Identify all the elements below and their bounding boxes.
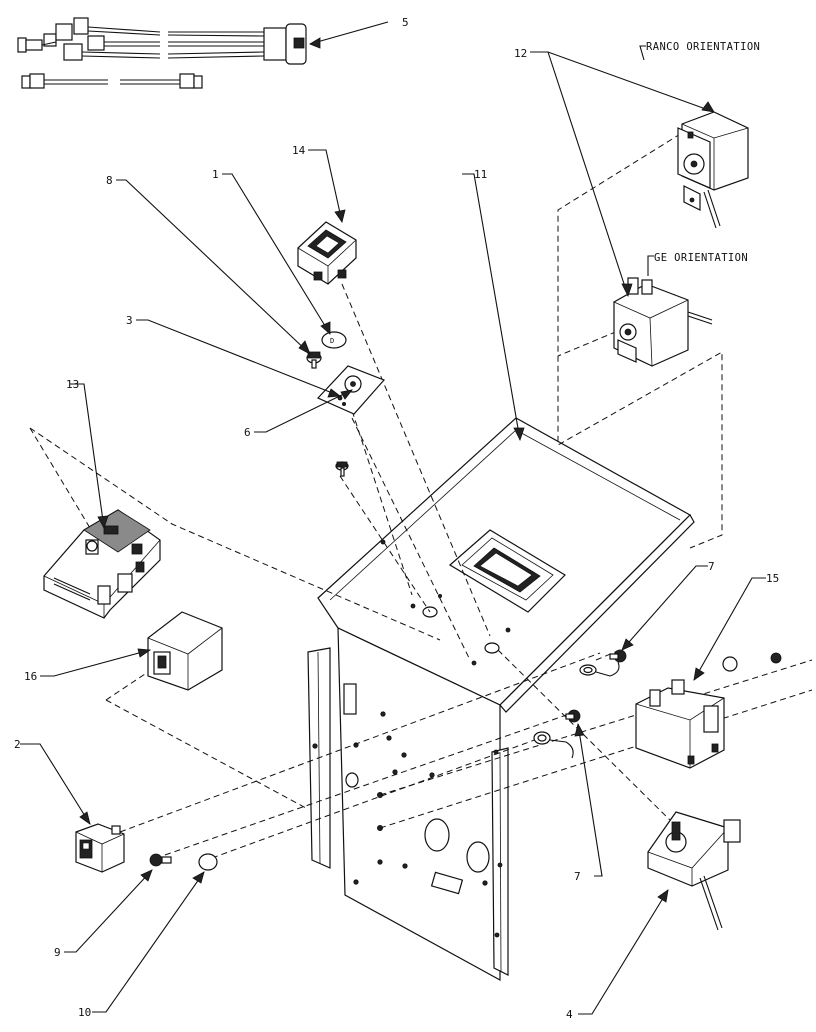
callout-labels: RANCO ORIENTATION GE ORIENTATION 5 12 14…	[14, 16, 779, 1021]
callout-11: 11	[474, 168, 487, 181]
callout-8: 8	[106, 174, 113, 187]
callout-16: 16	[24, 670, 37, 683]
callout-9: 9	[54, 946, 61, 959]
callout-7-lower: 7	[574, 870, 581, 883]
knob-group: D	[306, 331, 386, 477]
leader-lines	[20, 21, 766, 1015]
callout-13: 13	[66, 378, 79, 391]
control-panel-body	[307, 417, 695, 982]
relay-15	[635, 652, 782, 769]
caption-ranco-orientation: RANCO ORIENTATION	[646, 41, 760, 53]
callout-3: 3	[126, 314, 133, 327]
caption-ge-orientation: GE ORIENTATION	[654, 252, 748, 264]
thermostat-ge	[613, 277, 713, 367]
callout-5: 5	[402, 16, 409, 29]
callout-1: 1	[212, 168, 219, 181]
svg-text:D: D	[330, 337, 334, 345]
indicator-switch-14	[297, 221, 357, 285]
callout-14: 14	[292, 144, 306, 157]
ground-terminals-7	[533, 649, 627, 759]
thermostat-ranco	[677, 111, 749, 229]
callout-2: 2	[14, 738, 21, 751]
screw-9	[149, 853, 172, 867]
callout-10: 10	[78, 1006, 91, 1019]
selector-switch-13	[43, 509, 161, 619]
infinite-switch-4	[647, 811, 741, 931]
callout-4: 4	[566, 1008, 573, 1021]
rocker-switch-2	[75, 823, 125, 873]
callout-7-upper: 7	[708, 560, 715, 573]
wire-harness	[17, 17, 307, 89]
callout-15: 15	[766, 572, 779, 585]
timer-box-16	[147, 611, 223, 691]
callout-12: 12	[514, 47, 527, 60]
callout-6: 6	[244, 426, 251, 439]
plug-button-10	[198, 853, 218, 871]
